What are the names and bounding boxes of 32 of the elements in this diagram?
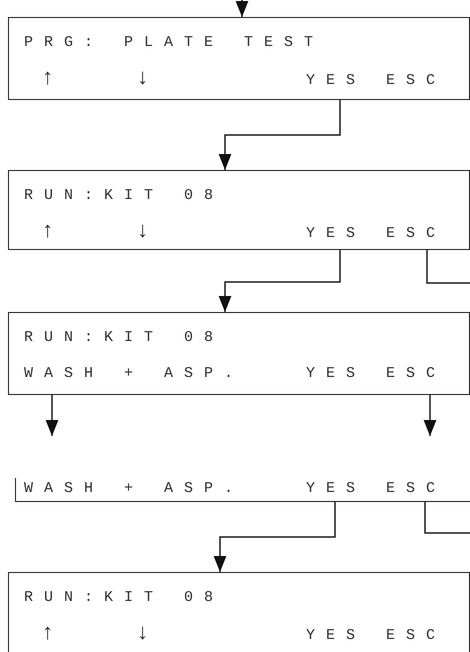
display-screen	[8, 572, 470, 652]
display-screen	[8, 312, 470, 395]
display-text: YES	[306, 364, 366, 384]
arrow	[218, 250, 341, 312]
display-text: RUN:KIT 08	[24, 588, 224, 608]
display-text: ESC	[386, 364, 446, 384]
display-text: RUN:KIT 08	[24, 186, 224, 206]
display-text: YES	[306, 224, 366, 244]
display-text: ESC	[386, 479, 446, 499]
arrow-key-symbol: ↑	[41, 68, 54, 90]
arrow-key-symbol: ↓	[136, 221, 150, 243]
display-text: ESC	[386, 71, 446, 91]
arrow-key-symbol: ↓	[136, 623, 150, 645]
display-text: RUN:KIT 08	[24, 328, 224, 348]
display-text: WASH + ASP.	[24, 479, 244, 499]
arrow-key-symbol: ↑	[41, 221, 54, 243]
display-text: YES	[306, 626, 366, 646]
arrow	[214, 502, 336, 572]
display-text: ESC	[386, 224, 446, 244]
display-screen	[8, 170, 470, 250]
arrow	[46, 395, 58, 436]
arrow-key-symbol: ↓	[136, 68, 150, 90]
display-text: YES	[306, 71, 366, 91]
display-text: PRG: PLATE TEST	[24, 33, 324, 53]
display-screen	[8, 17, 470, 100]
display-text: YES	[306, 479, 366, 499]
display-text: WASH + ASP.	[24, 364, 244, 384]
arrow-key-symbol: ↑	[41, 623, 54, 645]
arrow	[218, 100, 341, 170]
arrow	[236, 0, 248, 17]
arrow	[424, 395, 436, 436]
display-text: ESC	[386, 626, 446, 646]
